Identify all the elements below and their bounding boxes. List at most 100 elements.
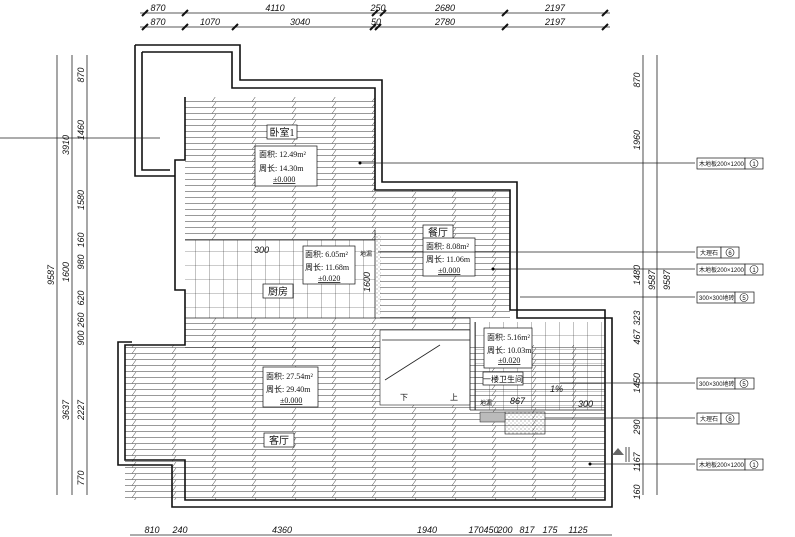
room-area: 面积: 12.49m² bbox=[259, 149, 306, 159]
room-area: 面积: 5.16m² bbox=[487, 332, 530, 342]
legend-tag: 木地板200×1200 1 bbox=[491, 263, 764, 276]
marble-strip bbox=[375, 235, 381, 315]
dim-top2-3: 50 bbox=[371, 17, 381, 27]
dim-left-inner-6: 260 bbox=[76, 312, 86, 328]
dim-left-total: 9587 bbox=[46, 264, 56, 285]
room-name: 卧室1 bbox=[270, 126, 295, 139]
dim-bottom-9: 1125 bbox=[568, 525, 588, 535]
dim-left-inner-3: 160 bbox=[76, 232, 86, 247]
room-level: ±0.000 bbox=[280, 396, 302, 405]
room-bedroom: 卧室1 面积: 12.49m² 周长: 14.30m ±0.000 bbox=[254, 124, 318, 187]
stairs-up-label: 上 bbox=[450, 393, 458, 402]
stairs: 下 上 bbox=[400, 393, 458, 402]
dim-top2-4: 2780 bbox=[434, 17, 455, 27]
dim-left-inner-2: 1580 bbox=[76, 190, 86, 210]
dim-left-inner-0: 870 bbox=[76, 67, 86, 82]
dim-right-inner-0: 870 bbox=[632, 72, 642, 87]
legend-code: 5 bbox=[742, 296, 746, 302]
room-dining: 餐厅 面积: 8.08m² 周长: 11.06m ±0.000 bbox=[422, 224, 476, 277]
kitchen-tile-size: 300 bbox=[254, 245, 269, 255]
legend-material: 木地板200×1200 bbox=[699, 160, 745, 168]
legend-code: 5 bbox=[742, 382, 746, 388]
dim-top1-4: 2197 bbox=[544, 3, 566, 13]
dim-right-total: 9587 bbox=[647, 269, 657, 290]
room-perimeter: 周长: 11.06m bbox=[426, 254, 471, 264]
legend-code: 6 bbox=[728, 417, 732, 423]
legend-material: 木地板200×1200 bbox=[699, 266, 745, 274]
bath-slope: 1% bbox=[550, 384, 563, 394]
left-dimensions: 9587 3910 1600 3637 870 1460 1580 160 98… bbox=[0, 55, 160, 495]
dim-top1-0: 870 bbox=[150, 3, 165, 13]
legend-tag: 大理石 6 bbox=[378, 246, 740, 259]
dim-right-inner-4: 467 bbox=[632, 329, 642, 345]
dim-bottom-5: 450 bbox=[483, 525, 498, 535]
top-dimensions: 870 4110 250 2680 2197 870 1070 3040 50 … bbox=[140, 3, 610, 31]
legend-code: 1 bbox=[752, 268, 756, 274]
room-name: 餐厅 bbox=[428, 226, 448, 239]
dim-right-inner-6: 290 bbox=[632, 419, 642, 435]
dim-left-inner-1: 1460 bbox=[76, 120, 86, 140]
legend-tag: 木地板200×1200 1 bbox=[588, 458, 764, 471]
dim-right-inner-1: 1960 bbox=[632, 130, 642, 150]
legend-tag: 大理石 6 bbox=[545, 412, 740, 425]
room-area: 面积: 8.08m² bbox=[426, 241, 469, 251]
dim-bottom-0: 810 bbox=[144, 525, 159, 535]
kitchen-length: 1600 bbox=[362, 272, 372, 292]
dim-bottom-6: 200 bbox=[496, 525, 512, 535]
dim-top2-2: 3040 bbox=[290, 17, 310, 27]
dim-right-inner-8: 160 bbox=[632, 484, 642, 499]
dim-left-inner-4: 980 bbox=[76, 254, 86, 269]
room-area: 面积: 6.05m² bbox=[305, 249, 348, 259]
bath-width: 867 bbox=[510, 396, 526, 406]
room-living: 面积: 27.54m² 周长: 29.40m ±0.000 客厅 bbox=[262, 366, 319, 448]
dim-bottom-3: 1940 bbox=[417, 525, 437, 535]
legend-code: 6 bbox=[728, 251, 732, 257]
stair-area bbox=[379, 329, 471, 406]
stairs-down-label: 下 bbox=[400, 393, 408, 402]
entrance-arrow-icon bbox=[612, 447, 630, 462]
room-level: ±0.000 bbox=[273, 175, 295, 184]
room-perimeter: 周长: 14.30m bbox=[259, 163, 304, 173]
legend-material: 木地板200×1200 bbox=[699, 461, 745, 469]
dim-bottom-7: 817 bbox=[519, 525, 535, 535]
legend-tag: 300×300地砖 5 bbox=[560, 377, 755, 390]
floor-drain-label: 地漏 bbox=[480, 399, 492, 407]
legend-code: 1 bbox=[752, 463, 756, 469]
floor-drain-label: 地漏 bbox=[360, 250, 372, 258]
room-perimeter: 周长: 10.03m bbox=[487, 345, 532, 355]
dining-wood-floor bbox=[185, 190, 510, 240]
dim-left-mid-0: 3910 bbox=[61, 135, 71, 155]
room-perimeter: 周长: 29.40m bbox=[266, 384, 311, 394]
room-bathroom: 面积: 5.16m² 周长: 10.03m ±0.020 一楼卫生间 867 1… bbox=[480, 327, 593, 409]
dim-left-inner-9: 770 bbox=[76, 470, 86, 485]
floor-finishes bbox=[125, 97, 605, 500]
dim-left-inner-8: 2227 bbox=[76, 399, 86, 421]
dim-top2-0: 870 bbox=[150, 17, 165, 27]
dim-top1-1: 4110 bbox=[265, 3, 284, 13]
dim-left-mid-2: 3637 bbox=[61, 399, 71, 420]
legend-material: 300×300地砖 bbox=[699, 294, 735, 302]
bath-tile-size: 300 bbox=[578, 399, 593, 409]
room-level: ±0.020 bbox=[498, 356, 520, 365]
room-perimeter: 周长: 11.68m bbox=[305, 262, 350, 272]
dim-bottom-2: 4360 bbox=[272, 525, 292, 535]
dim-top1-3: 2680 bbox=[434, 3, 455, 13]
room-kitchen: 面积: 6.05m² 周长: 11.68m ±0.020 厨房 300 1600… bbox=[254, 245, 372, 299]
room-name: 一楼卫生间 bbox=[483, 374, 523, 384]
room-level: ±0.000 bbox=[438, 266, 460, 275]
dim-bottom-8: 175 bbox=[542, 525, 558, 535]
dim-left-mid-1: 1600 bbox=[61, 262, 71, 282]
dim-top2-1: 1070 bbox=[200, 17, 220, 27]
dim-top2-5: 2197 bbox=[544, 17, 566, 27]
dim-right-inner-7: 1167 bbox=[632, 451, 642, 471]
dim-top1-2: 250 bbox=[369, 3, 385, 13]
legend-material: 大理石 bbox=[700, 415, 718, 423]
legend-material: 300×300地砖 bbox=[699, 380, 735, 388]
dim-left-inner-7: 900 bbox=[76, 330, 86, 345]
legend-tag: 木地板200×1200 1 bbox=[358, 157, 764, 170]
bottom-dimensions: 810 240 4360 1940 170 450 200 817 175 11… bbox=[130, 525, 612, 536]
material-legend: 木地板200×1200 1 大理石 6 木地板200×1200 1 300×30… bbox=[358, 157, 764, 471]
room-area: 面积: 27.54m² bbox=[266, 371, 313, 381]
right-dimensions: 870 1960 1480 323 467 1450 290 1167 160 … bbox=[632, 55, 672, 500]
